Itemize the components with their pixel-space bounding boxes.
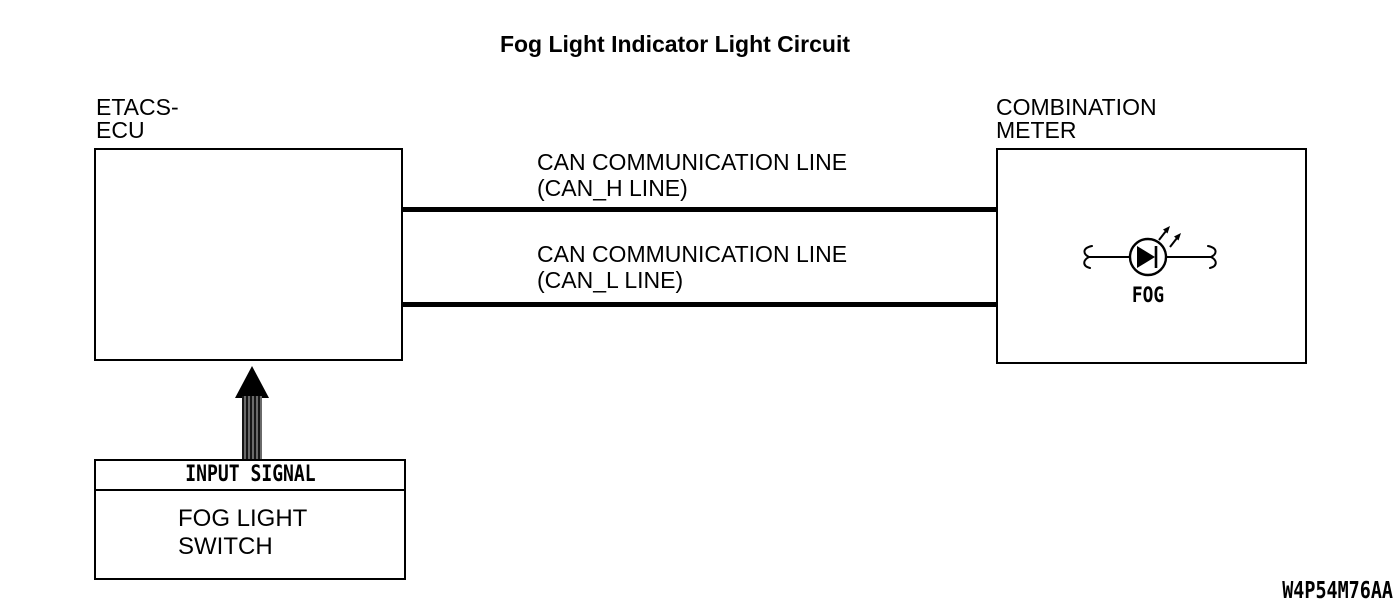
input-signal-header: INPUT SIGNAL <box>96 461 404 491</box>
led-indicator-symbol <box>1083 226 1217 277</box>
diagram-title: Fog Light Indicator Light Circuit <box>499 31 851 57</box>
fog-light-switch-label: FOG LIGHT SWITCH <box>96 491 404 561</box>
ecu-label-line1: ETACS- <box>96 94 179 120</box>
can-l-label-line2: (CAN_L LINE) <box>537 267 684 293</box>
fog-light-switch-box: INPUT SIGNAL FOG LIGHT SWITCH <box>94 459 406 580</box>
combination-meter-label-line1: COMBINATION <box>996 94 1157 120</box>
fog-light-switch-label-line2: SWITCH <box>178 533 273 560</box>
can-l-label-line1: CAN COMMUNICATION LINE <box>537 241 848 267</box>
combination-meter-label-line2: METER <box>996 117 1077 143</box>
wire-break-right-icon <box>1207 245 1217 269</box>
fog-indicator-label: FOG <box>1131 283 1165 307</box>
can-h-label-line2: (CAN_H LINE) <box>537 175 688 201</box>
can-l-label: CAN COMMUNICATION LINE (CAN_L LINE) <box>537 241 847 293</box>
can-h-wire <box>401 207 996 212</box>
wire-break-left-icon <box>1083 245 1093 269</box>
input-signal-arrow-head <box>235 366 269 398</box>
can-l-wire <box>401 302 996 307</box>
led-diode-triangle <box>1137 246 1155 268</box>
ecu-box <box>94 148 403 361</box>
input-signal-header-text: INPUT SIGNAL <box>184 462 316 487</box>
light-emission-arrows-icon <box>1158 226 1181 248</box>
can-h-label: CAN COMMUNICATION LINE (CAN_H LINE) <box>537 149 847 201</box>
ecu-label: ETACS- ECU <box>96 96 179 142</box>
input-signal-arrow-shaft <box>242 396 262 459</box>
can-h-label-line1: CAN COMMUNICATION LINE <box>537 149 848 175</box>
ecu-label-line2: ECU <box>96 117 145 143</box>
reference-code: W4P54M76AA <box>1282 578 1393 604</box>
fog-light-switch-label-line1: FOG LIGHT <box>178 505 308 532</box>
combination-meter-label: COMBINATION METER <box>996 96 1157 142</box>
